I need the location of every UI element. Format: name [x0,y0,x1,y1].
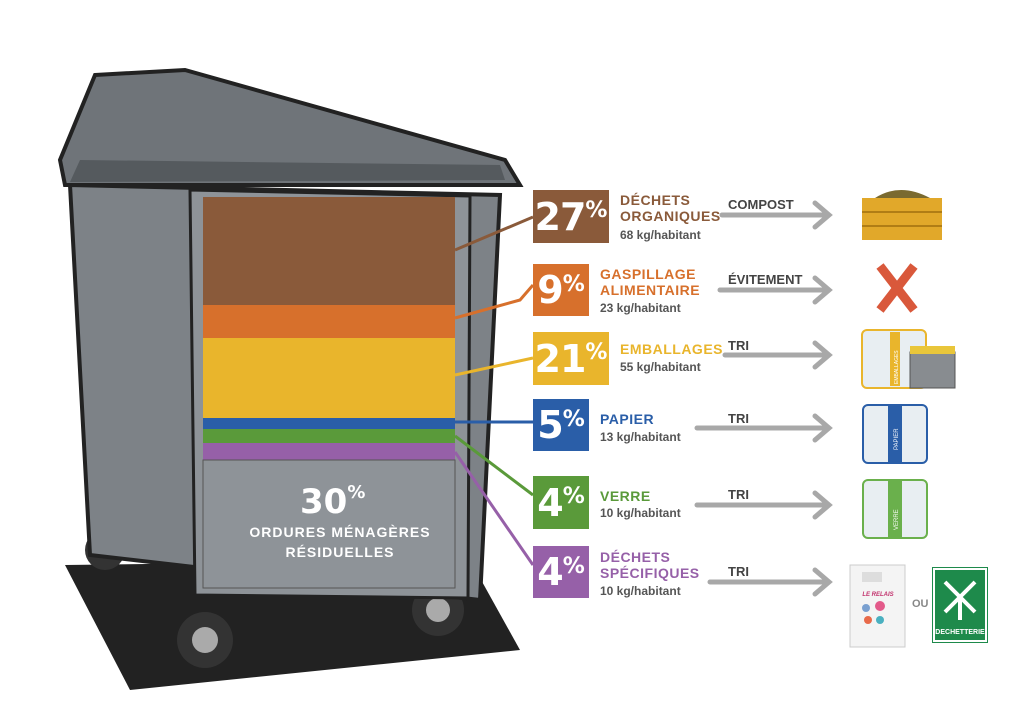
or-label: OU [912,598,929,610]
band-specific [203,443,455,460]
action-avoidance: ÉVITEMENT [728,272,803,287]
kg-specific: 10 kg/habitant [600,584,681,598]
band-organic [203,197,455,305]
dechetterie-label: DECHETTERIE [935,629,985,636]
glass-label: VERRE [894,509,900,530]
connector-line [453,451,535,566]
category-paper: PAPIER [600,411,655,427]
percent-box-organic: 27% [533,190,609,243]
category-packaging: EMBALLAGES [620,341,723,357]
percent-box-packaging: 21% [533,332,609,385]
bin-lid [57,67,524,187]
category-glass: VERRE [600,488,651,504]
red-x-icon [876,263,918,313]
arrow-icon [707,567,833,597]
band-paper [203,418,455,429]
arrow-icon [722,340,833,370]
percent-box-paper: 5% [533,399,589,451]
compost-crate-icon [862,190,942,240]
residual-percent: 30% [300,482,366,522]
yellow-bin-icon: EMBALLAGES [861,329,956,389]
connector-line [454,215,534,252]
arrow-icon [694,413,833,443]
connector-line [454,356,534,377]
arrow-icon [717,275,833,305]
paper-label: PAPIER [894,428,900,450]
bin-lid-edge [70,160,505,182]
arrow-icon [719,200,833,230]
kg-paper: 13 kg/habitant [600,430,681,444]
action-compost: COMPOST [728,197,794,212]
band-packaging [203,338,455,418]
connector-line [454,284,535,320]
packaging-label: EMBALLAGES [894,350,900,384]
wheel-icon [177,612,233,668]
band-glass [203,429,455,443]
kg-organic: 68 kg/habitant [620,228,701,242]
band-food-waste [203,305,455,338]
action-sort: TRI [728,338,749,353]
kg-food-waste: 23 kg/habitant [600,301,681,315]
action-sort: TRI [728,411,749,426]
action-sort: TRI [728,564,749,579]
percent-box-food-waste: 9% [533,264,589,316]
band-residual [202,459,456,589]
action-sort: TRI [728,487,749,502]
le-relais-label: LE RELAIS [862,592,894,598]
connector-line [454,434,534,497]
percent-box-glass: 4% [533,476,589,529]
le-relais-container-icon [849,564,906,648]
percent-box-specific: 4% [533,546,589,598]
arrow-icon [694,490,833,520]
paper-column-icon: PAPIER [862,404,928,464]
kg-packaging: 55 kg/habitant [620,360,701,374]
glass-column-icon: VERRE [862,479,928,539]
dechetterie-sign-icon: DECHETTERIE [932,567,988,643]
kg-glass: 10 kg/habitant [600,506,681,520]
